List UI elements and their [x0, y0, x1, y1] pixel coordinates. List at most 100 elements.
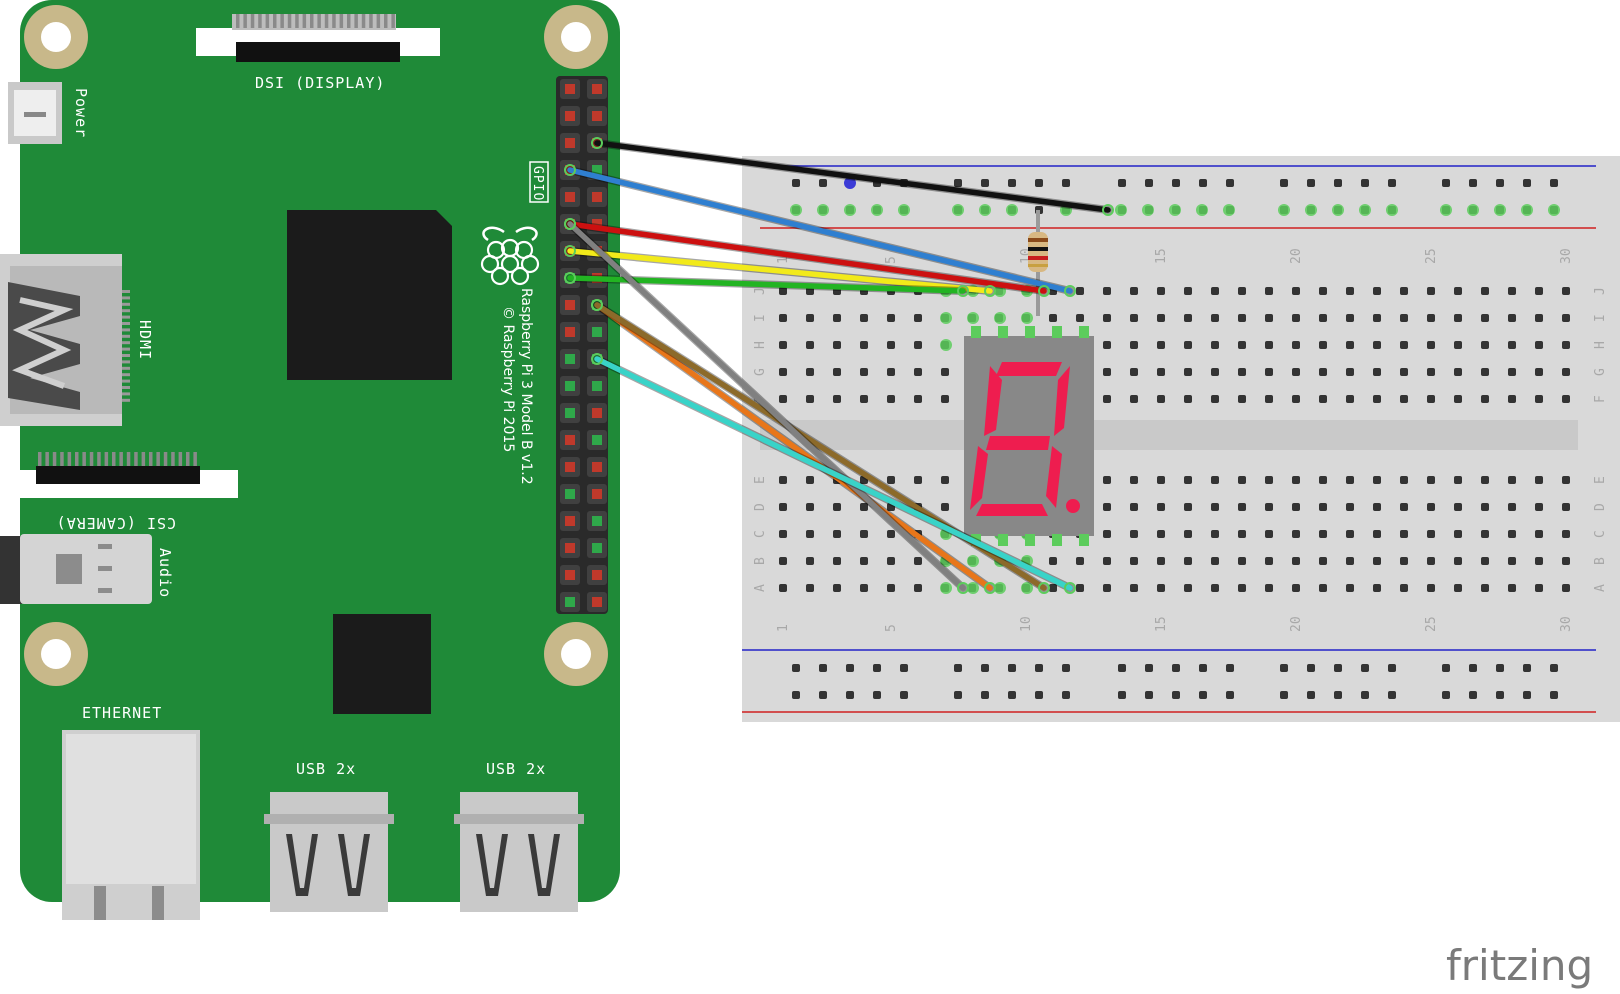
- rail-hole: [1496, 691, 1504, 699]
- breadboard-hole: [1130, 557, 1138, 565]
- rail-hole: [1008, 691, 1016, 699]
- row-letter: E: [753, 476, 768, 484]
- breadboard-hole: [1103, 341, 1111, 349]
- breadboard-hole: [779, 476, 787, 484]
- breadboard-hole: [1508, 530, 1516, 538]
- usb-chip: [333, 614, 431, 714]
- column-number: 15: [1154, 248, 1169, 264]
- rail-hole: [1388, 691, 1396, 699]
- rail-hole: [1334, 664, 1342, 672]
- wire-end: [984, 285, 996, 297]
- rail-hole: [1469, 179, 1477, 187]
- breadboard-hole: [1346, 530, 1354, 538]
- breadboard-hole: [1319, 503, 1327, 511]
- connected-hole: [1142, 204, 1154, 216]
- connected-hole: [1440, 204, 1452, 216]
- connector-pin: [122, 290, 130, 293]
- breadboard-hole: [1562, 287, 1570, 295]
- breadboard-hole: [1481, 314, 1489, 322]
- breadboard-hole: [1184, 476, 1192, 484]
- breadboard-hole: [1427, 476, 1435, 484]
- breadboard-hole: [1346, 341, 1354, 349]
- rail-hole: [1062, 691, 1070, 699]
- display-pin: [1052, 534, 1062, 546]
- breadboard-hole: [1535, 314, 1543, 322]
- breadboard-hole: [1427, 584, 1435, 592]
- breadboard-hole: [887, 530, 895, 538]
- breadboard-hole: [887, 395, 895, 403]
- row-letter: G: [753, 368, 768, 376]
- breadboard-hole: [1481, 503, 1489, 511]
- breadboard-hole: [1319, 287, 1327, 295]
- breadboard-hole: [1427, 503, 1435, 511]
- wire-end: [1064, 285, 1076, 297]
- rail-hole: [1361, 664, 1369, 672]
- breadboard-hole: [1130, 287, 1138, 295]
- connector-pin: [122, 315, 130, 319]
- rail-hole: [1550, 664, 1558, 672]
- connector-pin: [122, 322, 130, 325]
- breadboard-hole: [1481, 395, 1489, 403]
- connector-pin: [122, 392, 130, 396]
- breadboard-hole: [779, 557, 787, 565]
- row-letter: D: [753, 503, 768, 511]
- breadboard-hole: [1238, 503, 1246, 511]
- breadboard-hole: [1400, 476, 1408, 484]
- rail-hole: [1118, 664, 1126, 672]
- breadboard-hole: [1103, 314, 1111, 322]
- gpio-pin-pad: [565, 381, 575, 391]
- model-label: Raspberry Pi 3 Model B v1.2: [518, 288, 534, 485]
- breadboard-hole: [1211, 476, 1219, 484]
- breadboard-hole: [1238, 530, 1246, 538]
- breadboard-hole: [1265, 287, 1273, 295]
- connected-hole: [1115, 204, 1127, 216]
- wire: [567, 221, 966, 591]
- breadboard-hole: [1292, 395, 1300, 403]
- gpio-pin-pad: [565, 597, 575, 607]
- mount-hole: [544, 622, 608, 686]
- connector-pin: [332, 14, 336, 28]
- breadboard-hole: [1562, 530, 1570, 538]
- breadboard-hole: [1157, 341, 1165, 349]
- connector-pin: [122, 347, 130, 351]
- wire: [567, 221, 1047, 294]
- row-letter: A: [1593, 584, 1608, 592]
- connector-pin: [126, 452, 131, 466]
- breadboard-hole: [1292, 476, 1300, 484]
- breadboard-hole: [1508, 557, 1516, 565]
- breadboard-hole: [887, 557, 895, 565]
- connector-pin: [280, 14, 284, 28]
- breadboard-hole: [1454, 476, 1462, 484]
- ethernet-label: ETHERNET: [82, 704, 162, 722]
- rail-hole: [1550, 691, 1558, 699]
- breadboard-hole: [1130, 368, 1138, 376]
- gpio-pin-pad: [592, 543, 602, 553]
- connector-pin: [122, 398, 130, 402]
- connected-hole: [1169, 204, 1181, 216]
- breadboard-hole: [806, 368, 814, 376]
- breadboard-hole: [1292, 530, 1300, 538]
- gpio-pin-pad: [565, 138, 575, 148]
- breadboard-hole: [1481, 368, 1489, 376]
- rail-hole: [1062, 179, 1070, 187]
- gpio-pin-pad: [565, 435, 575, 445]
- breadboard-hole: [779, 368, 787, 376]
- rail-hole: [1062, 664, 1070, 672]
- breadboard-hole: [1508, 341, 1516, 349]
- connector-pin: [243, 14, 247, 28]
- connector-pin: [89, 452, 94, 466]
- breadboard-hole: [1103, 287, 1111, 295]
- rail-hole: [1280, 691, 1288, 699]
- breadboard-hole: [1346, 476, 1354, 484]
- connected-hole: [940, 339, 952, 351]
- breadboard-hole: [1400, 530, 1408, 538]
- breadboard-hole: [1184, 368, 1192, 376]
- rail-hole: [1145, 179, 1153, 187]
- mount-hole: [544, 5, 608, 69]
- breadboard-hole: [1454, 341, 1462, 349]
- breadboard-hole: [1265, 557, 1273, 565]
- breadboard-hole: [1535, 503, 1543, 511]
- breadboard-hole: [1454, 503, 1462, 511]
- gpio-pin-pad: [565, 354, 575, 364]
- wire-end: [564, 272, 576, 284]
